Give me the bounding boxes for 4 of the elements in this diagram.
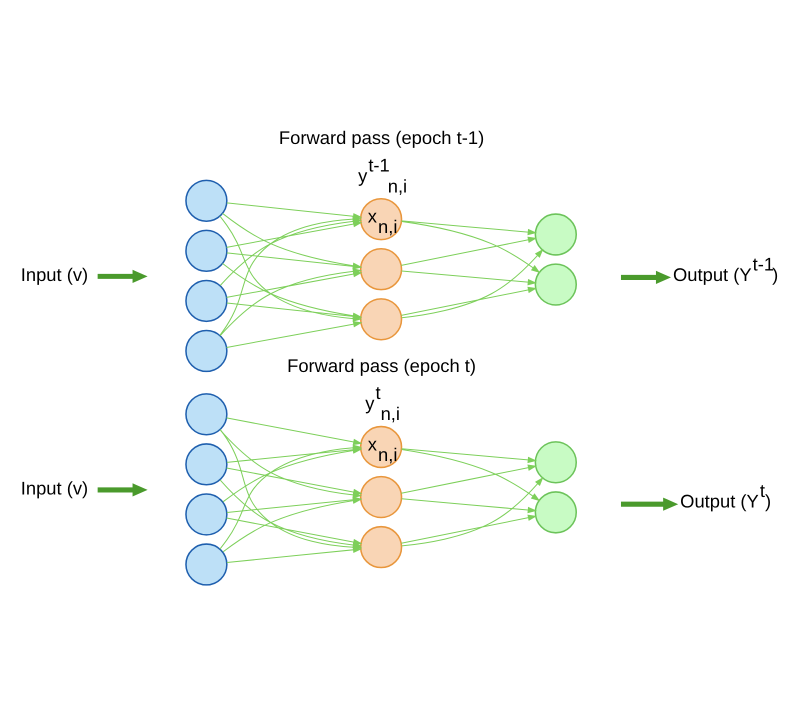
- node-text: Input (v): [20, 476, 88, 498]
- label: Forward pass (epoch t): [287, 354, 476, 376]
- node-text: Input (v): [20, 263, 88, 284]
- label: Forward pass (epoch t-1): [278, 126, 484, 148]
